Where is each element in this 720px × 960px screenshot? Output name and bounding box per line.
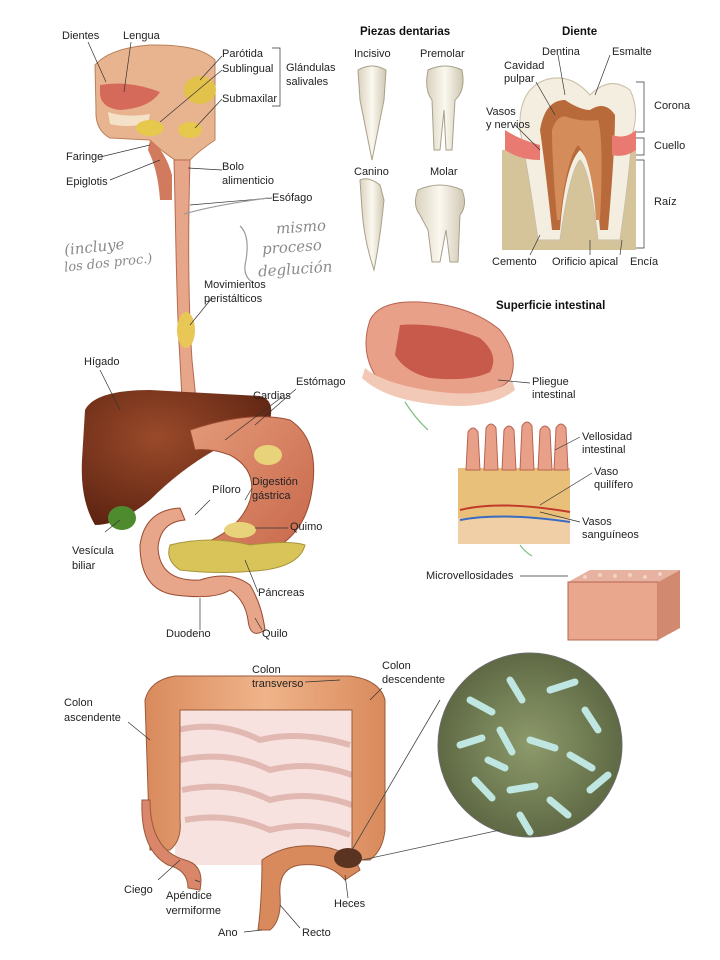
- label-colon-ascendente-2: ascendente: [64, 712, 121, 724]
- label-digestion-1: Digestión: [252, 476, 298, 488]
- label-encia: Encía: [630, 256, 659, 268]
- label-movimientos-1: Movimientos: [204, 279, 266, 291]
- esophagus: [173, 159, 197, 401]
- label-esofago: Esófago: [272, 192, 313, 204]
- label-higado: Hígado: [84, 356, 120, 368]
- label-epiglotis: Epiglotis: [66, 176, 108, 188]
- label-recto: Recto: [302, 927, 331, 939]
- label-estomago: Estómago: [296, 376, 346, 388]
- label-vasos-1: Vasos: [486, 106, 516, 118]
- title-piezas-dentarias: Piezas dentarias: [360, 26, 451, 38]
- label-colon-transverso-1: Colon: [252, 664, 281, 676]
- label-piloro: Píloro: [212, 484, 241, 496]
- label-incisivo: Incisivo: [354, 48, 391, 60]
- label-esmalte: Esmalte: [612, 46, 652, 58]
- label-cavidad-1: Cavidad: [504, 60, 545, 72]
- head-section: [94, 44, 216, 200]
- label-vesicula-2: biliar: [72, 560, 96, 572]
- label-glandulas-1: Glándulas: [286, 62, 336, 74]
- label-ciego: Ciego: [124, 884, 153, 896]
- label-vasos-2: y nervios: [486, 119, 531, 131]
- label-bolo-2: alimenticio: [222, 175, 274, 187]
- label-vasos-sanguineos-2: sanguíneos: [582, 529, 639, 541]
- duodenum: [139, 507, 266, 634]
- label-lengua: Lengua: [123, 30, 160, 42]
- label-apendice-1: Apéndice: [166, 890, 212, 902]
- microvilli-block: [567, 570, 680, 641]
- label-vaso-quilifero-1: Vaso: [594, 466, 619, 478]
- label-quimo: Quimo: [290, 521, 323, 533]
- label-colon-ascendente-1: Colon: [64, 697, 93, 709]
- label-bolo-1: Bolo: [222, 161, 245, 173]
- label-cardias: Cardias: [253, 390, 291, 402]
- label-heces: Heces: [334, 898, 366, 910]
- label-colon-descendente-2: descendente: [382, 674, 445, 686]
- label-vesicula-1: Vesícula: [72, 545, 114, 557]
- label-glandulas-2: salivales: [286, 76, 329, 88]
- tooth-section: [502, 77, 636, 250]
- label-corona: Corona: [654, 100, 691, 112]
- handwriting-right-1: mismo: [275, 216, 327, 238]
- title-superficie-intestinal: Superficie intestinal: [496, 300, 606, 312]
- label-colon-transverso-2: transverso: [252, 678, 304, 690]
- label-apendice-2: vermiforme: [166, 905, 222, 917]
- label-colon-descendente-1: Colon: [382, 660, 411, 672]
- label-cavidad-2: pulpar: [504, 73, 535, 85]
- tooth-pieces: [357, 65, 466, 272]
- label-pliegue-1: Pliegue: [532, 376, 569, 388]
- label-movimientos-2: peristálticos: [204, 293, 263, 305]
- label-vellosidad-2: intestinal: [582, 444, 626, 456]
- large-intestine: [141, 675, 386, 931]
- label-vasos-sanguineos-1: Vasos: [582, 516, 612, 528]
- label-cuello: Cuello: [654, 140, 686, 152]
- label-duodeno: Duodeno: [166, 628, 211, 640]
- label-pliegue-2: intestinal: [532, 389, 576, 401]
- label-sublingual: Sublingual: [222, 63, 274, 75]
- label-dentina: Dentina: [542, 46, 580, 58]
- label-vaso-quilifero-2: quilífero: [594, 479, 634, 491]
- label-quilo: Quilo: [262, 628, 288, 640]
- label-cemento: Cemento: [492, 256, 537, 268]
- intestinal-fold: [362, 301, 515, 406]
- label-orificio-apical: Orificio apical: [552, 256, 619, 268]
- label-digestion-2: gástrica: [252, 490, 291, 502]
- label-canino: Canino: [354, 166, 389, 178]
- label-ano: Ano: [218, 927, 238, 939]
- label-microvellosidades: Microvellosidades: [426, 570, 514, 582]
- label-faringe: Faringe: [66, 151, 104, 163]
- label-pancreas: Páncreas: [258, 587, 305, 599]
- label-dientes: Dientes: [62, 30, 100, 42]
- label-submaxilar: Submaxilar: [222, 93, 278, 105]
- bacteria-micrograph: [351, 652, 623, 861]
- label-raiz: Raíz: [654, 196, 677, 208]
- label-vellosidad-1: Vellosidad: [582, 431, 633, 443]
- label-molar: Molar: [430, 166, 458, 178]
- label-premolar: Premolar: [420, 48, 465, 60]
- villi-block: [458, 421, 571, 544]
- pancreas: [168, 539, 306, 573]
- peristaltic-bolus: [177, 312, 195, 348]
- label-parotida: Parótida: [222, 48, 263, 60]
- title-diente: Diente: [562, 26, 598, 38]
